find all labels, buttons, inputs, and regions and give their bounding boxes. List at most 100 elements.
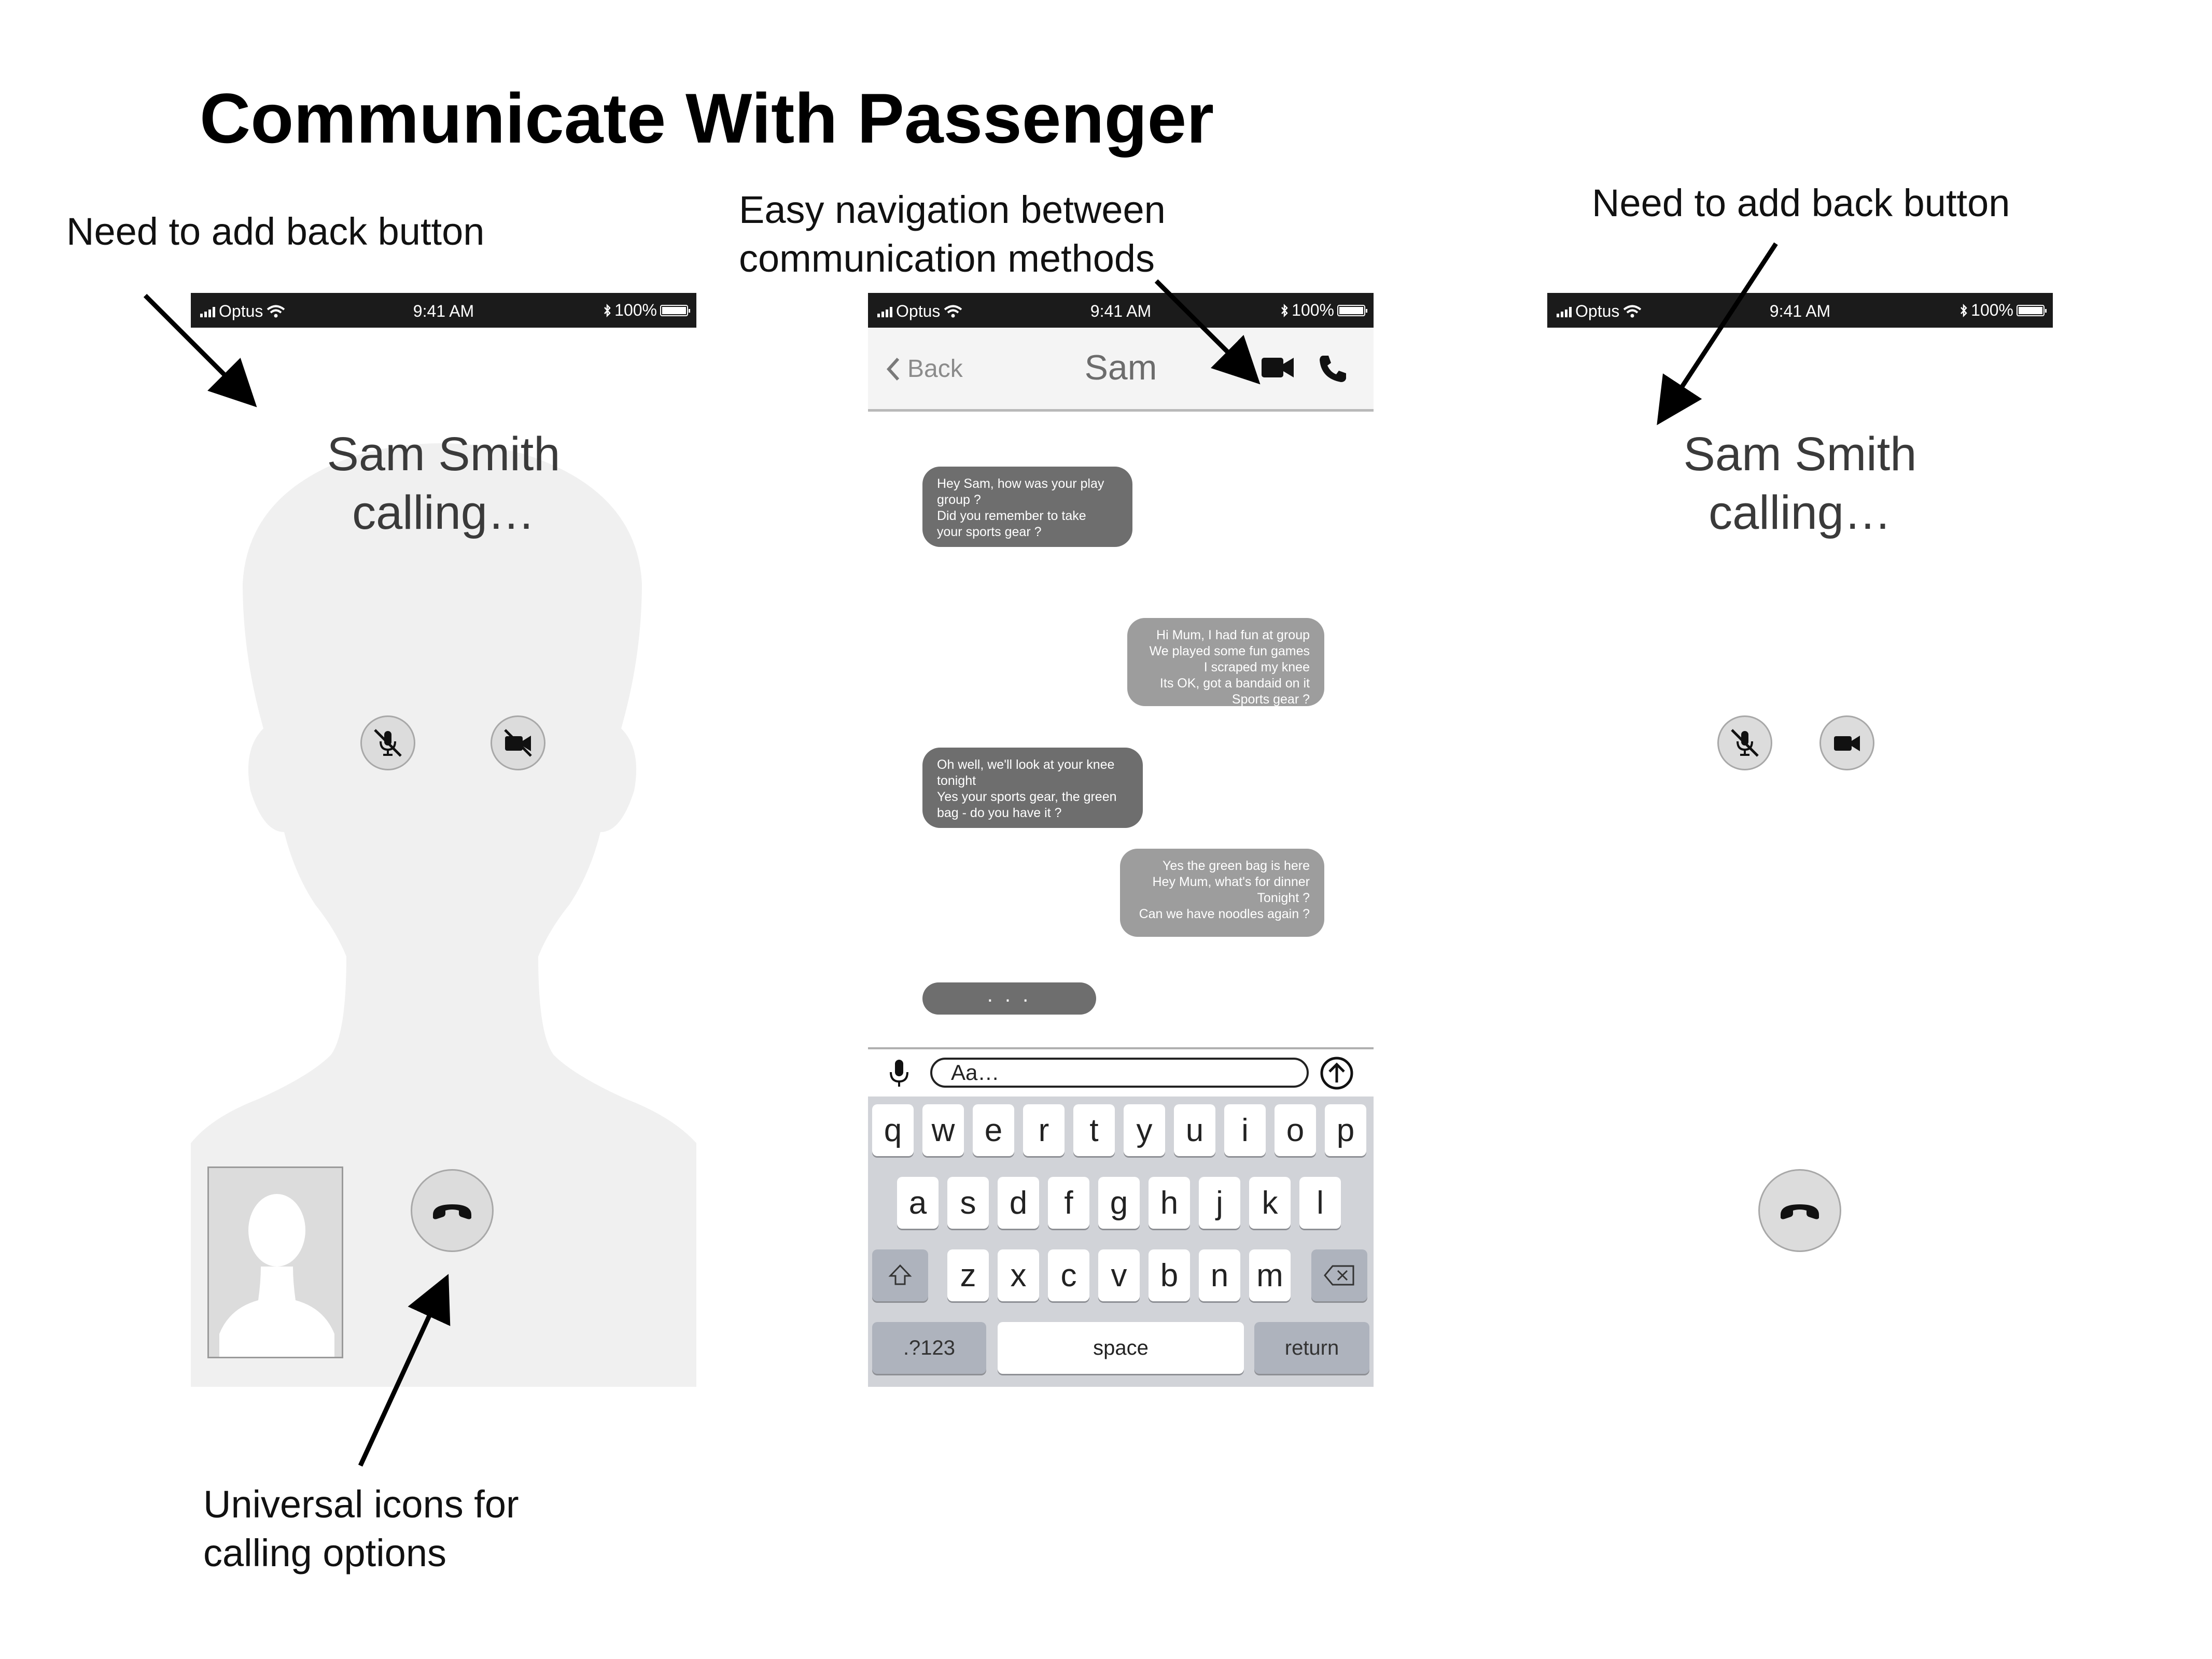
annotation-right-back-button: Need to add back button xyxy=(1592,181,2010,224)
call-screen-right: Optus 9:41 AM 100% Sam Smith calling… xyxy=(1547,293,2053,1387)
battery-icon xyxy=(2017,304,2047,316)
message-bubble-outgoing: Hi Mum, I had fun at group We played som… xyxy=(1127,618,1324,707)
video-toggle-button[interactable] xyxy=(491,715,545,770)
battery-icon xyxy=(660,304,690,316)
key-f[interactable]: f xyxy=(1048,1177,1089,1229)
caller-name: Sam Smith xyxy=(1683,428,1917,481)
carrier-label: Optus xyxy=(1575,302,1620,320)
send-arrow-icon[interactable] xyxy=(1319,1056,1354,1091)
key-j[interactable]: j xyxy=(1199,1177,1240,1229)
key-b[interactable]: b xyxy=(1149,1249,1190,1301)
message-bubble-outgoing: Yes the green bag is here Hey Mum, what'… xyxy=(1120,849,1324,937)
wifi-icon xyxy=(267,305,285,317)
status-time: 9:41 AM xyxy=(1090,302,1152,320)
backspace-key[interactable] xyxy=(1311,1249,1367,1301)
key-a[interactable]: a xyxy=(897,1177,939,1229)
wifi-icon xyxy=(1623,305,1642,317)
chat-nav-bar: Back Sam xyxy=(868,328,1374,412)
caller-name: Sam Smith xyxy=(327,428,561,481)
chat-contact-name: Sam xyxy=(1084,348,1157,387)
status-bar: Optus 9:41 AM 100% xyxy=(868,293,1374,328)
video-call-icon[interactable] xyxy=(1259,353,1296,382)
keyboard: q w e r t y u i o p a s d f g h j k l z … xyxy=(868,1096,1374,1387)
key-p[interactable]: p xyxy=(1325,1104,1366,1156)
chevron-left-icon xyxy=(886,357,900,381)
key-g[interactable]: g xyxy=(1098,1177,1140,1229)
space-key[interactable]: space xyxy=(998,1322,1244,1374)
key-x[interactable]: x xyxy=(998,1249,1039,1301)
back-label: Back xyxy=(907,355,963,383)
key-i[interactable]: i xyxy=(1224,1104,1266,1156)
end-call-button[interactable] xyxy=(411,1169,494,1252)
end-call-button[interactable] xyxy=(1758,1169,1841,1252)
battery-status: 100% xyxy=(1280,301,1367,320)
status-time: 9:41 AM xyxy=(413,302,474,320)
key-o[interactable]: o xyxy=(1275,1104,1316,1156)
message-bubble-incoming: Oh well, we'll look at your knee tonight… xyxy=(922,748,1143,828)
bluetooth-icon xyxy=(604,303,611,317)
call-status: calling… xyxy=(1709,486,1892,539)
battery-percent: 100% xyxy=(1971,301,2013,319)
status-bar: Optus 9:41 AM 100% xyxy=(191,293,696,328)
chat-screen: Optus 9:41 AM 100% Back Sam Hey Sam, how… xyxy=(868,293,1374,1387)
key-t[interactable]: t xyxy=(1073,1104,1115,1156)
status-bar: Optus 9:41 AM 100% xyxy=(1547,293,2053,328)
battery-icon xyxy=(1337,304,1367,316)
carrier: Optus xyxy=(1557,302,1642,321)
annotation-navigation: Easy navigation between communication me… xyxy=(739,188,1166,280)
wifi-icon xyxy=(944,305,962,317)
message-input[interactable] xyxy=(930,1058,1309,1088)
annotation-left-back-button: Need to add back button xyxy=(66,210,485,253)
hang-up-icon xyxy=(1781,1204,1819,1219)
bluetooth-icon xyxy=(1961,303,1967,317)
key-u[interactable]: u xyxy=(1174,1104,1215,1156)
message-bubble-incoming: Hey Sam, how was your play group ? Did y… xyxy=(922,467,1132,547)
key-w[interactable]: w xyxy=(922,1104,964,1156)
signal-icon xyxy=(1557,306,1572,317)
typing-indicator: . . . xyxy=(922,982,1096,1015)
backspace-icon xyxy=(1324,1265,1354,1286)
caller-silhouette xyxy=(191,443,696,1387)
signal-icon xyxy=(877,306,892,317)
key-z[interactable]: z xyxy=(947,1249,989,1301)
key-v[interactable]: v xyxy=(1098,1249,1140,1301)
battery-status: 100% xyxy=(603,301,690,320)
mute-button[interactable] xyxy=(1717,715,1772,770)
key-l[interactable]: l xyxy=(1299,1177,1341,1229)
battery-status: 100% xyxy=(1959,301,2047,320)
key-n[interactable]: n xyxy=(1199,1249,1240,1301)
key-q[interactable]: q xyxy=(872,1104,914,1156)
numbers-key[interactable]: .?123 xyxy=(872,1322,986,1374)
key-d[interactable]: d xyxy=(998,1177,1039,1229)
battery-percent: 100% xyxy=(614,301,657,319)
key-y[interactable]: y xyxy=(1124,1104,1165,1156)
back-button[interactable]: Back xyxy=(886,355,963,383)
key-c[interactable]: c xyxy=(1048,1249,1089,1301)
shift-key[interactable] xyxy=(872,1249,928,1301)
video-off-icon xyxy=(504,729,532,757)
mute-button[interactable] xyxy=(360,715,415,770)
key-m[interactable]: m xyxy=(1249,1249,1291,1301)
mic-off-icon xyxy=(374,729,402,757)
key-e[interactable]: e xyxy=(973,1104,1014,1156)
self-view-silhouette xyxy=(219,1194,334,1357)
return-key[interactable]: return xyxy=(1254,1322,1369,1374)
status-time: 9:41 AM xyxy=(1769,302,1831,320)
video-icon xyxy=(1834,736,1860,751)
microphone-icon[interactable] xyxy=(888,1058,911,1089)
key-k[interactable]: k xyxy=(1249,1177,1291,1229)
message-input-bar xyxy=(868,1047,1374,1096)
self-view-preview xyxy=(207,1166,343,1358)
key-h[interactable]: h xyxy=(1149,1177,1190,1229)
phone-call-icon[interactable] xyxy=(1317,353,1349,385)
key-r[interactable]: r xyxy=(1023,1104,1065,1156)
key-s[interactable]: s xyxy=(947,1177,989,1229)
shift-arrow-icon xyxy=(888,1264,912,1285)
call-screen-left: Optus 9:41 AM 100% Sam Smith calling… xyxy=(191,293,696,1387)
carrier: Optus xyxy=(877,302,962,321)
carrier-label: Optus xyxy=(896,302,941,320)
video-toggle-button[interactable] xyxy=(1819,715,1874,770)
bluetooth-icon xyxy=(1281,303,1288,317)
hang-up-icon xyxy=(433,1204,471,1219)
annotation-universal-icons: Universal icons for calling options xyxy=(203,1483,519,1574)
